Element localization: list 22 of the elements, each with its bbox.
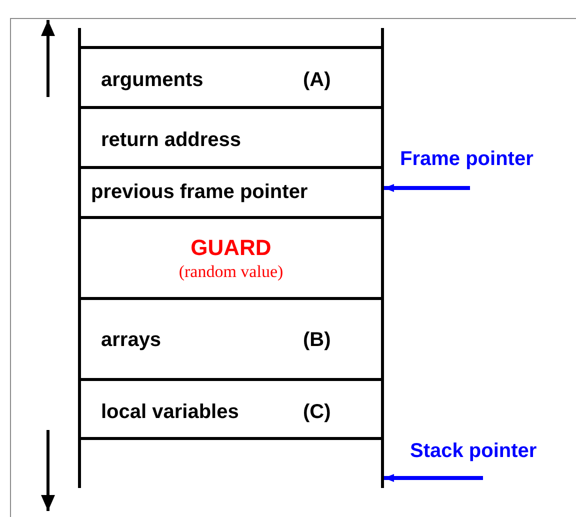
slot-label: return address: [101, 129, 242, 151]
guard-note: (random value): [178, 261, 284, 283]
pointer-arrow: [384, 184, 470, 192]
stack-slot: [78, 216, 384, 299]
stack-slot: [78, 106, 384, 168]
section-letter: (B): [303, 329, 331, 351]
stack-slot: [78, 166, 384, 218]
section-letter: (C): [303, 401, 331, 423]
slot-label: local variables: [101, 401, 239, 423]
guard-label: GUARD: [190, 237, 272, 259]
section-letter: (A): [303, 69, 331, 91]
slot-label: arrays: [101, 329, 162, 351]
slot-label: previous frame pointer: [91, 181, 308, 203]
pointer-label: Stack pointer: [410, 439, 537, 463]
pointer-arrow: [384, 474, 483, 482]
stack-slot: [78, 378, 384, 439]
empty-stack-slot: [78, 28, 384, 48]
empty-stack-slot: [78, 437, 384, 488]
pointer-label: Frame pointer: [400, 147, 534, 171]
stack-slot: [78, 46, 384, 108]
slot-label: arguments: [101, 69, 204, 91]
stack-slot: [78, 297, 384, 380]
